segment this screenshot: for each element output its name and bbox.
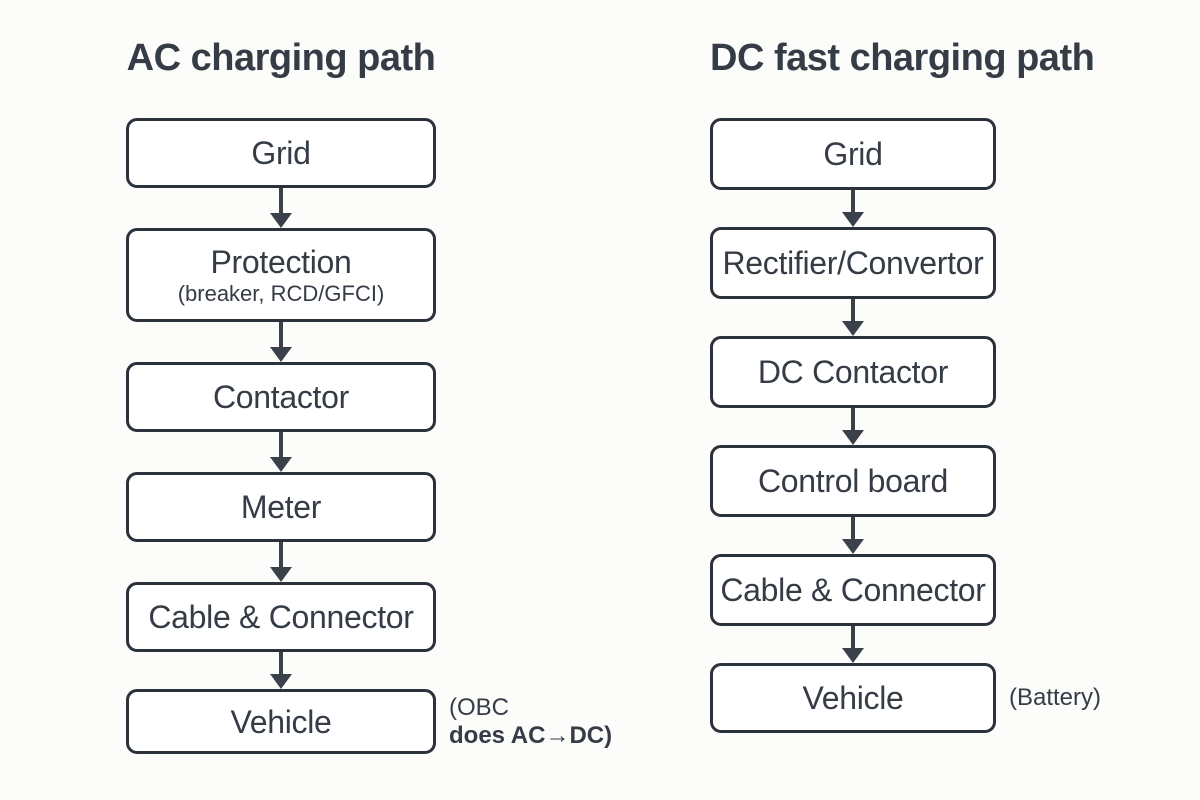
obc-annotation: (OBC does AC→DC) [449, 694, 612, 750]
node-row-dc-contactor: DC Contactor [710, 336, 996, 408]
arrow-shaft [851, 408, 855, 430]
node-label: Cable & Connector [720, 572, 986, 608]
node-sublabel: (breaker, RCD/GFCI) [177, 280, 385, 306]
node-label: Contactor [212, 379, 350, 415]
node-label: Cable & Connector [148, 599, 414, 635]
node-label: Vehicle [802, 680, 904, 716]
down-arrow-icon [842, 190, 864, 227]
flow-node-contactor: Contactor [126, 362, 436, 432]
arrow-head [842, 212, 864, 227]
flow-node-vehicle: Vehicle [710, 663, 996, 733]
node-row-dc-control-board: Control board [710, 445, 996, 517]
arrow-head [842, 430, 864, 445]
arrow-shaft [279, 652, 283, 674]
arrow-shaft [279, 432, 283, 457]
down-arrow-icon [270, 322, 292, 362]
node-row-dc-rectifier: Rectifier/Convertor [710, 227, 996, 299]
arrow-shaft [851, 299, 855, 321]
node-row-ac-grid: Grid [126, 118, 436, 188]
node-label: Grid [251, 135, 311, 171]
node-label: Rectifier/Convertor [722, 245, 984, 281]
arrow-shaft [279, 188, 283, 213]
arrow-shaft [279, 542, 283, 567]
battery-annotation: (Battery) [1009, 684, 1102, 711]
arrow-head [270, 567, 292, 582]
ac-flow-stack: Grid Protection (breaker, RCD/GFCI) Cont [126, 118, 612, 754]
flow-node-control-board: Control board [710, 445, 996, 517]
down-arrow-icon [270, 432, 292, 472]
node-row-ac-contactor: Contactor [126, 362, 436, 432]
node-label: Vehicle [230, 703, 332, 740]
flow-node-protection: Protection (breaker, RCD/GFCI) [126, 228, 436, 322]
arrow-head [270, 674, 292, 689]
flow-node-dc-contactor: DC Contactor [710, 336, 996, 408]
down-arrow-icon [842, 517, 864, 554]
node-label: Meter [240, 489, 322, 525]
arrow-head [842, 648, 864, 663]
dc-flow-stack: Grid Rectifier/Convertor DC Contactor [710, 118, 1101, 733]
flow-node-cable-connector: Cable & Connector [126, 582, 436, 652]
obc-annotation-line1: (OBC [449, 693, 509, 721]
ac-column-title: AC charging path [126, 37, 436, 79]
down-arrow-icon [270, 652, 292, 689]
dc-fast-charging-path-column: DC fast charging path Grid Rectifier/Con… [710, 36, 1101, 733]
down-arrow-icon [842, 626, 864, 663]
node-row-dc-cable: Cable & Connector [710, 554, 996, 626]
dc-column-title: DC fast charging path [710, 37, 1095, 79]
arrow-head [842, 321, 864, 336]
arrow-head [270, 457, 292, 472]
arrow-shaft [279, 322, 283, 347]
node-row-ac-meter: Meter [126, 472, 436, 542]
node-label: Grid [823, 136, 883, 172]
arrow-head [842, 539, 864, 554]
node-row-ac-cable: Cable & Connector [126, 582, 436, 652]
node-row-dc-vehicle: Vehicle (Battery) [710, 663, 1101, 733]
flow-node-vehicle: Vehicle [126, 689, 436, 754]
arrow-shaft [851, 190, 855, 212]
arrow-shaft [851, 517, 855, 539]
down-arrow-icon [270, 542, 292, 582]
flow-node-cable-connector: Cable & Connector [710, 554, 996, 626]
node-label: DC Contactor [757, 354, 949, 390]
node-label: Control board [758, 463, 948, 499]
arrow-head [270, 347, 292, 362]
arrow-shaft [851, 626, 855, 648]
obc-annotation-line2: does AC→DC) [449, 721, 613, 749]
flow-node-meter: Meter [126, 472, 436, 542]
node-row-dc-grid: Grid [710, 118, 996, 190]
arrow-head [270, 213, 292, 228]
down-arrow-icon [270, 188, 292, 228]
flow-node-grid: Grid [710, 118, 996, 190]
ac-charging-path-column: AC charging path Grid Protection (breake… [126, 36, 612, 754]
node-row-ac-vehicle: Vehicle (OBC does AC→DC) [126, 689, 612, 754]
down-arrow-icon [842, 408, 864, 445]
node-row-ac-protection: Protection (breaker, RCD/GFCI) [126, 228, 436, 322]
node-label: Protection [210, 243, 352, 280]
flow-node-grid: Grid [126, 118, 436, 188]
down-arrow-icon [842, 299, 864, 336]
flow-node-rectifier-convertor: Rectifier/Convertor [710, 227, 996, 299]
